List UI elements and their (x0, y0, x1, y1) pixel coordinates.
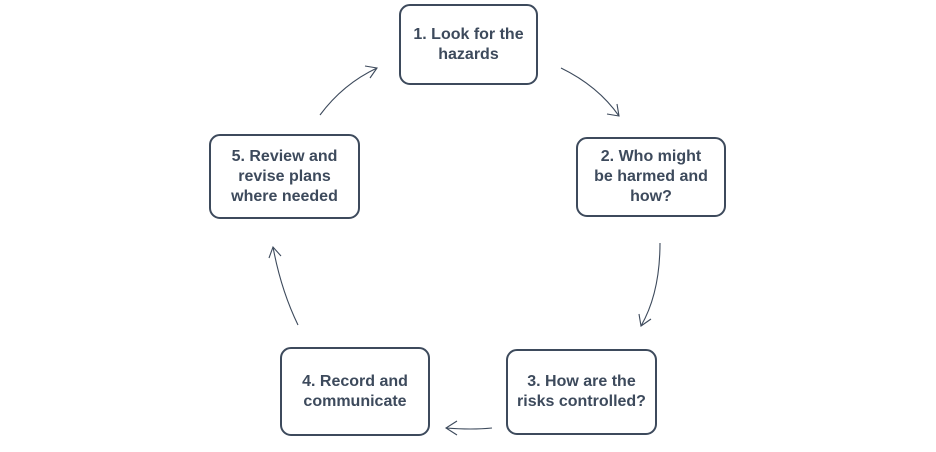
step-record-and-communicate: 4. Record and communicate (280, 347, 430, 436)
arrow-step2-to-step3 (638, 242, 661, 327)
arrow-step3-to-step4 (444, 420, 493, 436)
step-review-and-revise: 5. Review and revise plans where needed (209, 134, 360, 219)
step-label: 1. Look for the hazards (413, 25, 524, 63)
step-label: 4. Record and communicate (302, 372, 408, 410)
step-who-might-be-harmed: 2. Who might be harmed and how? (576, 137, 726, 217)
step-label: 3. How are the risks controlled? (517, 373, 646, 410)
arrow-step5-to-step1 (319, 65, 378, 116)
arrow-step4-to-step5 (268, 245, 299, 326)
step-label: 2. Who might be harmed and how? (594, 148, 708, 205)
arrow-step1-to-step2 (560, 67, 620, 117)
step-how-risks-controlled: 3. How are the risks controlled? (506, 349, 657, 435)
step-label: 5. Review and revise plans where needed (231, 147, 338, 205)
step-look-for-hazards: 1. Look for the hazards (399, 4, 538, 85)
